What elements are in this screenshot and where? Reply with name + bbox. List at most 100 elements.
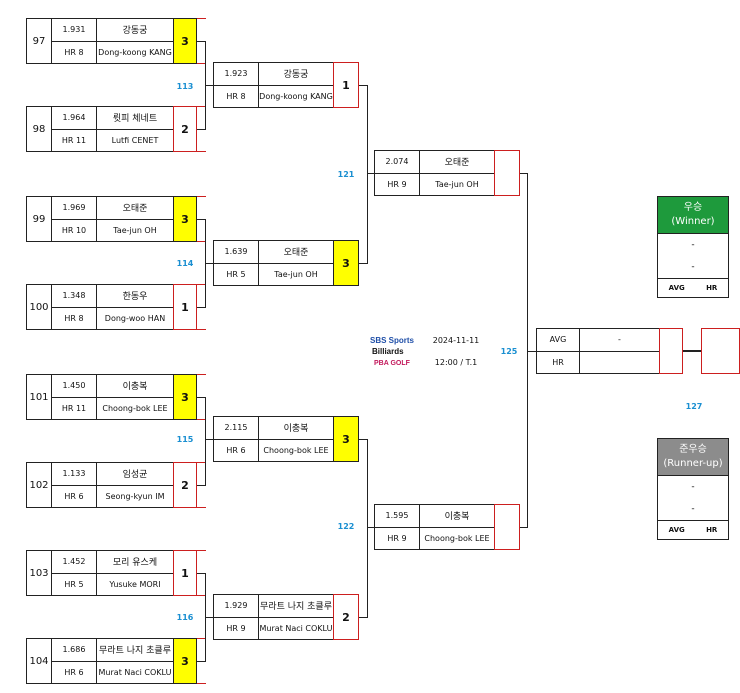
bracket-connector: [197, 307, 206, 308]
player-name-korean: 무라트 나지 초클루: [259, 595, 333, 618]
average-value: 1.923: [214, 63, 258, 86]
event-date: 2024-11-11: [432, 336, 480, 345]
score-side-marker: [197, 595, 206, 596]
sbs-sports-logo: SBS Sports: [370, 336, 415, 345]
player-stats: 1.923 HR 8: [214, 63, 259, 107]
round1-score-99: 3: [173, 196, 197, 242]
broadcaster-logos: SBS Sports Billiards PBA GOLF: [368, 334, 423, 372]
round1-score-98: 2: [173, 106, 197, 152]
average-value: 1.595: [375, 505, 419, 528]
runnerup-hr-label: HR: [706, 526, 718, 534]
runnerup-title-ko: 준우승: [679, 444, 707, 455]
match-number: 116: [176, 613, 194, 622]
match-number: 121: [337, 170, 355, 179]
quarterfinal-score-3: 3: [333, 416, 359, 462]
high-run-value: HR 11: [61, 403, 87, 413]
winner-title-en: (Winner): [671, 216, 715, 227]
average-value: 1.452: [52, 551, 96, 574]
high-run-value: HR 9: [387, 533, 407, 543]
bracket-connector: [367, 173, 375, 174]
bracket-connector: [197, 661, 206, 662]
player-name-korean: 이충복: [97, 375, 173, 398]
quarterfinal-score-1: 1: [333, 62, 359, 108]
average-value: 1.964: [52, 107, 96, 130]
player-name-korean: 오태준: [259, 241, 333, 264]
player-names: 임성균 Seong-kyun IM: [97, 463, 173, 507]
player-name-english: Choong-bok LEE: [424, 533, 490, 543]
bracket-connector: [367, 85, 368, 263]
player-name-english: Seong-kyun IM: [105, 491, 165, 501]
winner-card: 우승 (Winner) - - AVG HR: [657, 196, 729, 298]
high-run-value: HR 6: [64, 667, 84, 677]
player-name-english: Lutfi CENET: [111, 135, 159, 145]
final-match-box: AVG HR -: [536, 328, 660, 374]
seed-number: 98: [27, 107, 52, 151]
pba-golf-logo: PBA GOLF: [374, 360, 411, 367]
score-side-marker: [197, 284, 206, 285]
high-run-value: HR 9: [387, 179, 407, 189]
score-side-marker: [197, 329, 206, 330]
player-name-english: Yusuke MORI: [109, 579, 161, 589]
score-side-marker: [197, 462, 206, 463]
player-name-korean: 이충복: [259, 417, 333, 440]
score-side-marker: [197, 683, 206, 684]
high-run-value: HR 5: [226, 269, 246, 279]
final-labels: AVG HR: [537, 329, 580, 373]
player-name-korean: 강동궁: [259, 63, 333, 86]
average-value: 1.686: [52, 639, 96, 662]
high-run-value: HR 9: [226, 623, 246, 633]
final-match-number: 125: [500, 347, 518, 356]
average-value: 1.450: [52, 375, 96, 398]
player-name-korean: 오태준: [420, 151, 494, 174]
runnerup-avg-label: AVG: [668, 526, 685, 534]
score-side-marker: [197, 419, 206, 420]
average-value: 1.348: [52, 285, 96, 308]
final-hr-label: HR: [552, 357, 564, 367]
final-avg-label: AVG: [537, 329, 579, 352]
score-side-marker: [197, 507, 206, 508]
final-score-left: [659, 328, 683, 374]
bracket-connector: [197, 397, 206, 398]
bracket-connector: [197, 41, 206, 42]
player-name-korean: 강동궁: [97, 19, 173, 42]
player-stats: 1.686 HR 6: [52, 639, 97, 683]
round1-score-101: 3: [173, 374, 197, 420]
player-name-korean: 모리 유스케: [97, 551, 173, 574]
semifinal-score-2: [494, 504, 520, 550]
high-run-value: HR 10: [61, 225, 87, 235]
score-side-marker: [197, 106, 206, 107]
bracket-connector: [359, 85, 368, 86]
seed-number: 103: [27, 551, 52, 595]
seed-number: 100: [27, 285, 52, 329]
high-run-value: HR 8: [226, 91, 246, 101]
final-values: -: [580, 329, 659, 373]
event-time-table: 12:00 / T.1: [434, 358, 478, 367]
seed-number: 104: [27, 639, 52, 683]
final-connector: [683, 350, 701, 352]
round1-score-103: 1: [173, 550, 197, 596]
runnerup-footer: AVG HR: [658, 520, 728, 539]
match-number: 115: [176, 435, 194, 444]
score-side-marker: [197, 18, 206, 19]
high-run-value: HR 6: [64, 491, 84, 501]
bracket-connector: [197, 485, 206, 486]
quarterfinal-score-2: 3: [333, 240, 359, 286]
player-names: 모리 유스케 Yusuke MORI: [97, 551, 173, 595]
player-name-korean: 임성균: [97, 463, 173, 486]
bracket-connector: [197, 219, 206, 220]
score-side-marker: [197, 241, 206, 242]
player-name-english: Choong-bok LEE: [263, 445, 329, 455]
